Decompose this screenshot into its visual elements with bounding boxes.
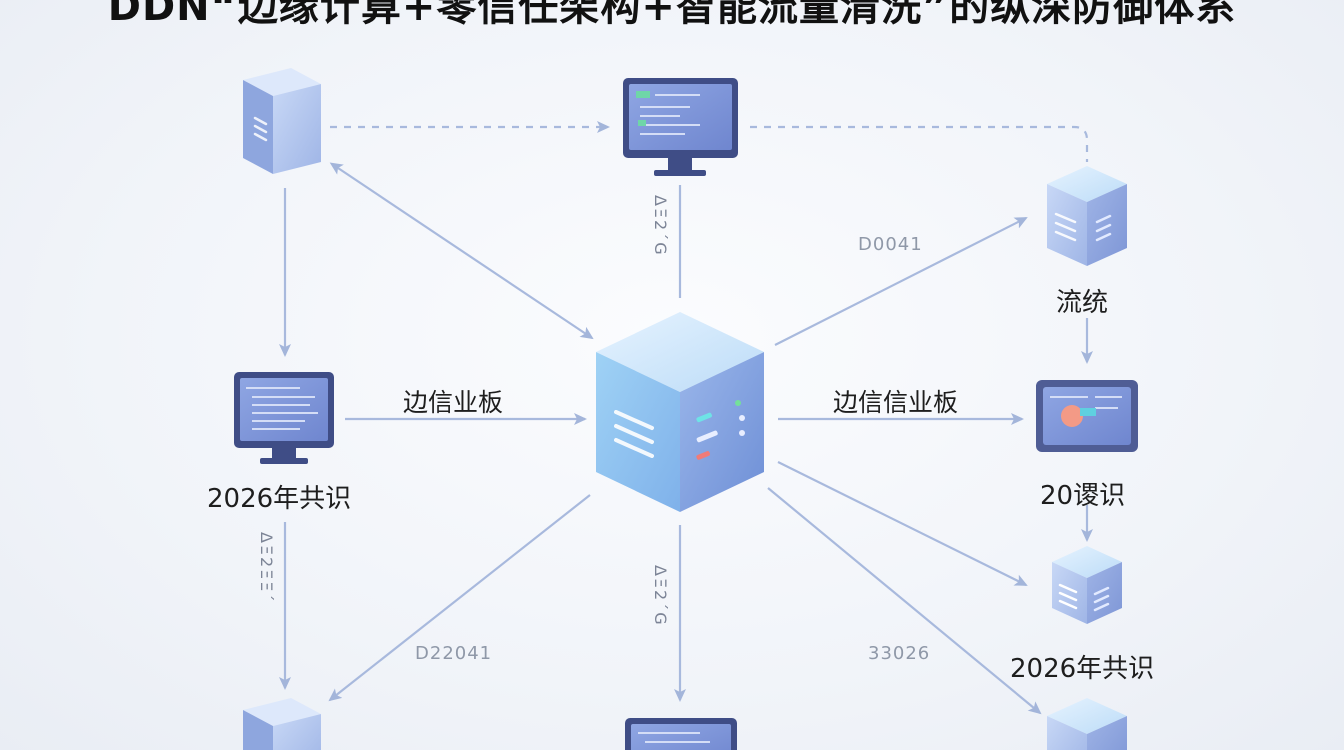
edge-center-to-lower-right-cube — [777, 461, 1028, 586]
code-lower-left: D22041 — [415, 643, 493, 664]
edge-top-monitor-to-right-cube — [750, 125, 1089, 162]
monitor-icon-right — [1036, 380, 1138, 452]
vertical-code-bottom: ΔΞ2΄G — [651, 565, 670, 627]
cube-icon-right-lower — [1052, 546, 1122, 624]
code-upper-right: D0041 — [858, 234, 923, 255]
monitor-icon-top — [623, 78, 738, 176]
edge-label-left: 边信业板 — [403, 388, 504, 417]
edge-center-to-bottom-left-server — [328, 494, 591, 702]
code-lower-right: 33026 — [868, 643, 931, 664]
vertical-code-left: ΔΞ2ΞΞ΄ — [257, 532, 276, 604]
cube-icon-top-right — [1047, 166, 1127, 266]
vertical-code-top: ΔΞ2΄G — [651, 195, 670, 257]
server-icon-top-left — [243, 68, 321, 174]
server-icon-bottom-left — [243, 698, 321, 750]
caption-right-lower-cube: 2026年共识 — [1010, 654, 1155, 684]
caption-top-right-cube: 流统 — [1056, 288, 1109, 318]
edge-center-to-top-right-cube — [774, 217, 1028, 346]
monitor-icon-left — [234, 372, 334, 464]
cube-icon-center — [596, 312, 764, 512]
diagram-title: DDN“边缘计算+零信任架构+智能流量清洗”的纵深防御体系 — [107, 0, 1237, 30]
monitor-icon-bottom — [625, 718, 737, 750]
caption-right-monitor: 20谡识 — [1040, 481, 1126, 511]
edge-label-right: 边信信业板 — [833, 388, 959, 417]
cube-icon-bottom-right — [1047, 698, 1127, 750]
edge-server-center-bidirectional — [329, 162, 594, 340]
edge-center-to-bottom-right-cube — [767, 487, 1042, 715]
caption-left-monitor: 2026年共识 — [207, 484, 352, 514]
